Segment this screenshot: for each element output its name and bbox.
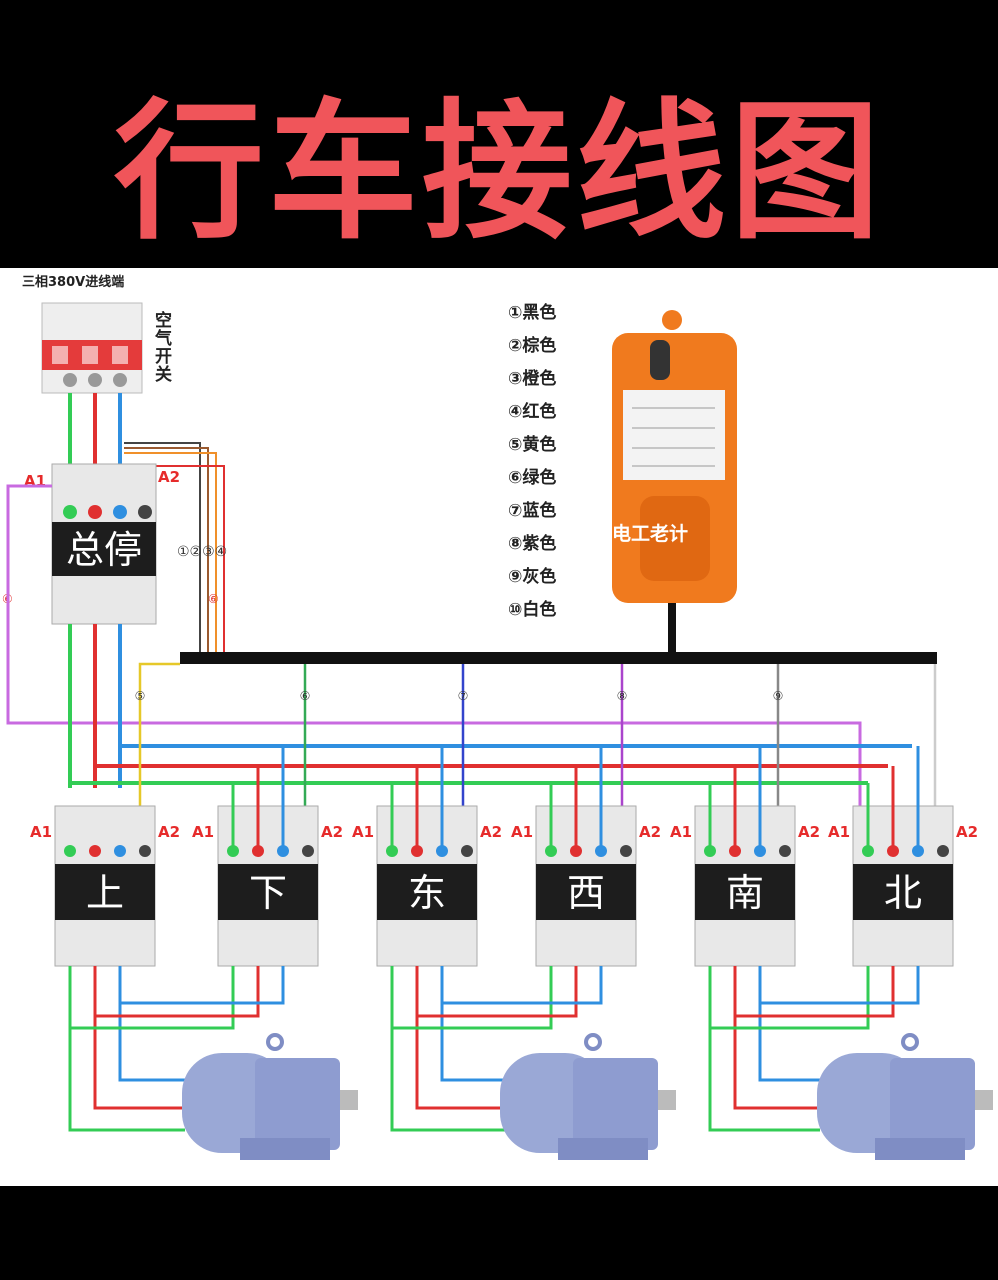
coil-a1: A1 bbox=[192, 823, 214, 841]
coil-a2: A2 bbox=[321, 823, 343, 841]
footer-bar bbox=[0, 1186, 998, 1280]
contactor-bei: 北 A1 A2 bbox=[828, 805, 978, 967]
legend-item: ⑥绿色 bbox=[508, 467, 556, 488]
contactor-xi: 西 A1 A2 bbox=[511, 805, 661, 967]
motor bbox=[500, 1033, 676, 1160]
legend-item: ⑩白色 bbox=[508, 599, 556, 620]
legend-item: ⑦蓝色 bbox=[508, 500, 556, 521]
supply-label: 三相380V进线端 bbox=[22, 274, 124, 290]
coil-a1: A1 bbox=[511, 823, 533, 841]
coil-a2: A2 bbox=[480, 823, 502, 841]
breaker-label: 空 气 开 关 bbox=[154, 310, 172, 385]
coil-a1: A1 bbox=[352, 823, 374, 841]
title-banner: 行车接线图 bbox=[0, 0, 998, 268]
legend-item: ⑨灰色 bbox=[508, 566, 556, 587]
breaker-label-char: 气 bbox=[154, 328, 172, 349]
contactor-dong: 东 A1 A2 bbox=[352, 805, 502, 967]
contactor-label: 北 bbox=[884, 871, 922, 915]
legend-item: ①黑色 bbox=[508, 302, 556, 323]
contactor-label: 西 bbox=[567, 871, 605, 915]
contactor-label: 南 bbox=[726, 871, 764, 915]
breaker-label-char: 空 bbox=[155, 310, 172, 331]
main-coil-a2: A2 bbox=[158, 468, 180, 486]
phase-drops bbox=[231, 746, 920, 846]
contactor-shang: 上 A1 A2 bbox=[30, 805, 180, 967]
air-breaker bbox=[41, 302, 143, 394]
coil-wire-purple bbox=[6, 484, 862, 808]
contactor-label: 下 bbox=[249, 871, 287, 915]
bus-wire-numbers: ①②③④ bbox=[177, 544, 227, 560]
drop-marker: ⑥ bbox=[300, 689, 311, 703]
contactor-nan: 南 A1 A2 bbox=[670, 805, 820, 967]
coil-a2: A2 bbox=[158, 823, 180, 841]
coil-a1: A1 bbox=[30, 823, 52, 841]
legend-item: ④红色 bbox=[508, 401, 556, 422]
wire-color-legend: ①黑色 ②棕色 ③橙色 ④红色 ⑤黄色 ⑥绿色 ⑦蓝色 ⑧紫色 ⑨灰色 ⑩白色 bbox=[508, 302, 556, 620]
legend-item: ⑤黄色 bbox=[508, 434, 556, 455]
coil-a2: A2 bbox=[956, 823, 978, 841]
motor-wires bbox=[68, 966, 920, 1132]
motor bbox=[182, 1033, 358, 1160]
remote-controller: 电工老计 bbox=[612, 310, 737, 603]
wiring-diagram: 三相380V进线端 空 气 开 关 总停 A1 A2 ①②③④ ⑥ ⑥ bbox=[0, 268, 998, 1186]
contactor-label: 东 bbox=[408, 871, 446, 915]
legend-item: ⑧紫色 bbox=[508, 533, 556, 554]
control-bus-bar bbox=[180, 652, 937, 664]
legend-item: ③橙色 bbox=[508, 368, 556, 389]
main-contactor: 总停 bbox=[51, 463, 157, 625]
drop-marker: ⑦ bbox=[458, 689, 469, 703]
coil-a2: A2 bbox=[798, 823, 820, 841]
breaker-label-char: 开 bbox=[155, 347, 172, 367]
coil-a1: A1 bbox=[670, 823, 692, 841]
contactor-xia: 下 A1 A2 bbox=[192, 805, 343, 967]
right-wire-marker: ⑥ bbox=[208, 592, 219, 606]
main-contactor-label: 总停 bbox=[66, 528, 142, 572]
watermark: 电工老计 bbox=[612, 522, 688, 545]
coil-a2: A2 bbox=[639, 823, 661, 841]
drop-marker: ⑧ bbox=[617, 689, 628, 703]
distribution-wires bbox=[68, 624, 912, 788]
breaker-label-char: 关 bbox=[155, 364, 172, 385]
drop-wire-markers: ⑤ ⑥ ⑦ ⑧ ⑨ bbox=[135, 689, 784, 703]
drop-marker: ⑤ bbox=[135, 689, 146, 703]
motor bbox=[817, 1033, 993, 1160]
legend-item: ②棕色 bbox=[508, 335, 556, 356]
drop-marker: ⑨ bbox=[773, 689, 784, 703]
contactor-label: 上 bbox=[86, 871, 124, 915]
page-title: 行车接线图 bbox=[113, 86, 884, 260]
coil-a1: A1 bbox=[828, 823, 850, 841]
control-drop-wires bbox=[138, 662, 937, 808]
